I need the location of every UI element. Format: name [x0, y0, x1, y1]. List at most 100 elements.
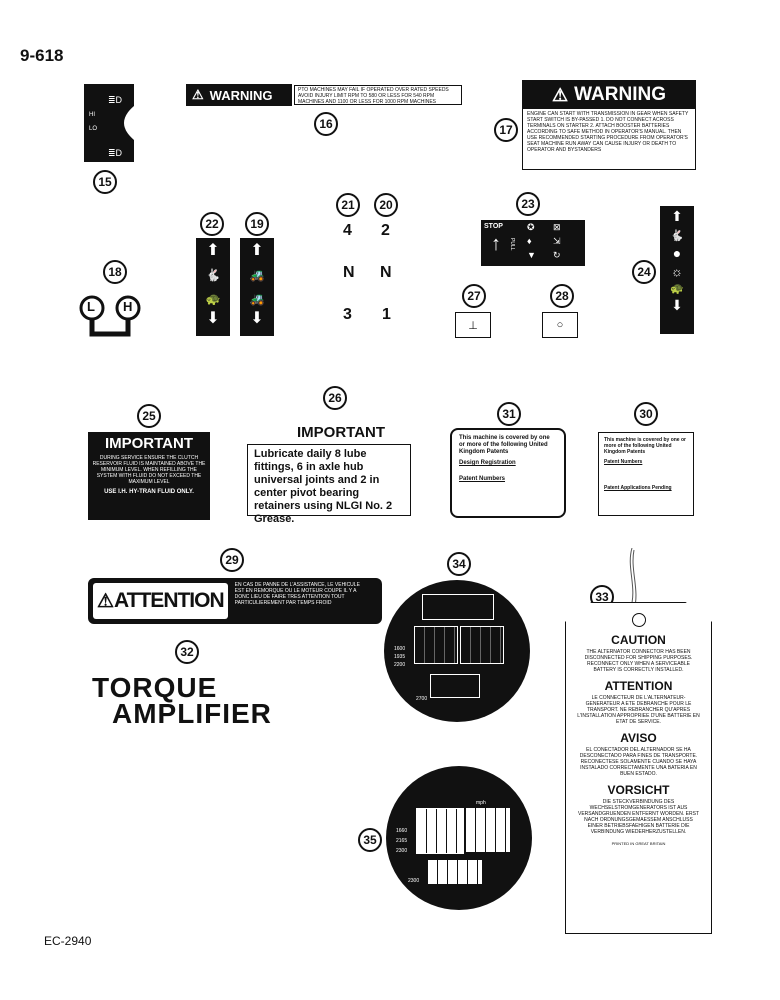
callout-31: 31 [497, 402, 521, 426]
hare-icon: 🐇 [670, 230, 684, 242]
decal-25-footer: USE I.H. HY-TRAN FLUID ONLY. [104, 489, 194, 495]
decal-29-title: ATTENTION [114, 589, 225, 612]
callout-34: 34 [447, 552, 471, 576]
rpm-1600: 1600 [394, 646, 406, 652]
light-switch-plate-icon: ≣D ≣D [84, 84, 134, 162]
callout-18: 18 [103, 260, 127, 284]
callout-25: 25 [137, 404, 161, 428]
decal-27-plate: ⊥ [455, 312, 491, 338]
tag-33-alternator: CAUTION THE ALTERNATOR CONNECTOR HAS BEE… [565, 602, 712, 934]
rpm-1935: 1935 [394, 654, 406, 660]
label-lo: LO [89, 126, 98, 132]
decal-19-speed-strip: ⬆ 🚜 🚜 ⬇ [240, 238, 274, 336]
mph-label: mph [476, 800, 486, 806]
arrow-down-icon: ⬇ [206, 310, 220, 327]
decal-34-top-panel [422, 594, 494, 620]
decal-34-speed-chart: 1600 1935 2200 2700 [384, 580, 530, 722]
rpm-2300-a: 2300 [396, 848, 408, 854]
tag-heading-attention: ATTENTION [604, 679, 673, 693]
callout-32: 32 [175, 640, 199, 664]
arrow-up-icon: ⬆ [206, 242, 220, 259]
arrow-down-icon: ⬇ [671, 297, 683, 313]
decal-26-lubrication: Lubricate daily 8 lube fittings, 6 in ax… [247, 444, 411, 525]
decal-22-speed-strip: ⬆ 🐇 🐢 ⬇ [196, 238, 230, 336]
hare-icon: 🐇 [205, 268, 221, 282]
pull-arrow-icon: ↑ [491, 233, 501, 255]
coolant-icon: ♦ [527, 236, 532, 246]
decal-15-light-switch: ≣D ≣D HI LO [80, 84, 138, 162]
decal-31-patents: Patent Numbers [459, 476, 506, 482]
decal-34-grid-left [414, 626, 458, 664]
callout-35: 35 [358, 828, 382, 852]
decal-35-grid-right [466, 808, 510, 852]
callout-19: 19 [245, 212, 269, 236]
decal-25-text: DURING SERVICE ENSURE THE CLUTCH RESERVO… [92, 455, 206, 485]
gear-1: 1 [382, 306, 391, 323]
tag-text-caution: THE ALTERNATOR CONNECTOR HAS BEEN DISCON… [584, 649, 693, 673]
tag-text-attention: LE CONNECTEUR DE L'ALTERNATEUR-GENERATEU… [577, 695, 700, 725]
callout-29: 29 [220, 548, 244, 572]
tractor-icon: 🚜 [249, 268, 265, 282]
tag-heading-vorsicht: VORSICHT [607, 783, 670, 797]
svg-text:≣D: ≣D [108, 95, 123, 105]
callout-22: 22 [200, 212, 224, 236]
callout-21: 21 [336, 193, 360, 217]
rpm-1660: 1660 [396, 828, 408, 834]
rotate-icon: ↻ [553, 250, 561, 260]
decal-30-intro: This machine is covered by one or more o… [604, 437, 686, 455]
tag-text-vorsicht: DIE STECKVERBINDUNG DES WECHSELSTROMGENE… [577, 799, 700, 835]
decal-28-plate: ○ [542, 312, 578, 338]
decal-30-pending: Patent Applications Pending [604, 485, 672, 491]
warning-triangle-icon: ⚠ [192, 87, 204, 102]
decal-30-patents: This machine is covered by one or more o… [598, 432, 694, 516]
callout-23: 23 [516, 192, 540, 216]
warning-triangle-icon: ⚠ [97, 590, 115, 612]
no-key-icon: ⊠ [553, 222, 561, 232]
decal-31-design: Design Registration [459, 460, 516, 466]
decal-17-header: ⚠ WARNING [523, 81, 695, 109]
decal-24-throttle-strip: ⬆ 🐇 ● ☼ 🐢 ⬇ [660, 206, 694, 334]
decal-26-title: IMPORTANT [297, 424, 386, 441]
decal-30-patents: Patent Numbers [604, 459, 643, 465]
tortoise-icon: 🐢 [670, 283, 684, 295]
rpm-2700: 2700 [416, 696, 428, 702]
page-number: 9-618 [20, 46, 64, 65]
callout-24: 24 [632, 260, 656, 284]
tortoise-icon: 🐢 [205, 292, 221, 306]
stop-label: STOP [484, 223, 503, 230]
decal-32-line2: AMPLIFIER [112, 698, 272, 729]
callout-26: 26 [323, 386, 347, 410]
decal-26-text: Lubricate daily 8 lube fittings, 6 in ax… [254, 448, 393, 525]
svg-text:≣D: ≣D [108, 148, 123, 158]
callout-17: 17 [494, 118, 518, 142]
fuel-icon: ▼ [527, 250, 536, 260]
tag-footer: PRINTED IN GREAT BRITAIN [611, 841, 666, 846]
rpm-2300-b: 2300 [408, 878, 420, 884]
decal-17-text: ENGINE CAN START WITH TRANSMISSION IN GE… [527, 111, 689, 153]
callout-20: 20 [374, 193, 398, 217]
decal-17-start-warning: ⚠ WARNING ENGINE CAN START WITH TRANSMIS… [522, 80, 696, 170]
arrow-up-icon: ⬆ [671, 208, 683, 224]
tag-eyelet-icon [631, 613, 646, 627]
tractor-icon: 🚜 [249, 292, 265, 306]
decal-17-title: WARNING [574, 84, 666, 105]
decal-34-grid-bottom [430, 674, 480, 698]
decal-18-range-selector: L H [76, 294, 144, 342]
decal-16-text: PTO MACHINES MAY FAIL IF OPERATED OVER R… [294, 85, 462, 105]
arrow-down-icon: ⬇ [250, 310, 264, 327]
pull-label: PULL [509, 238, 515, 251]
decal-16-pto-warning: ⚠ WARNING [186, 84, 292, 106]
decal-25-clutch-fluid: IMPORTANT DURING SERVICE ENSURE THE CLUT… [88, 432, 210, 520]
tag-text-aviso: EL CONECTADOR DEL ALTERNADOR SE HA DESCO… [579, 747, 698, 777]
rpm-2200: 2200 [394, 662, 406, 668]
callout-30: 30 [634, 402, 658, 426]
callout-27: 27 [462, 284, 486, 308]
lever-icon: ⇲ [553, 236, 561, 246]
decal-32-line1: TORQUE [92, 672, 218, 703]
label-l: L [87, 299, 95, 314]
arrow-up-icon: ⬆ [250, 242, 264, 259]
sun-icon: ☼ [671, 264, 683, 279]
warning-triangle-icon: ⚠ [552, 84, 569, 105]
callout-16: 16 [314, 112, 338, 136]
range-shift-icon [79, 295, 141, 337]
